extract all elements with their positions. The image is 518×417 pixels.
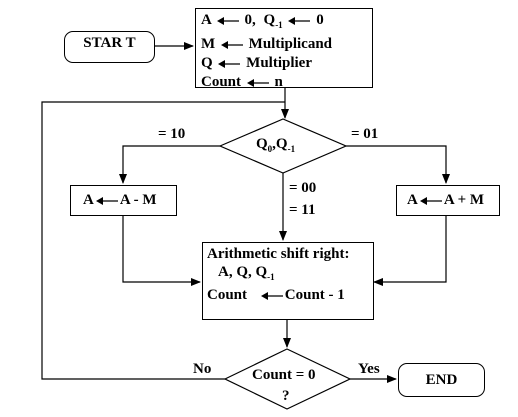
init-m-line: M Multiplicand: [201, 35, 332, 54]
branch-label-00: = 00: [289, 180, 317, 196]
outcome-no-label: No: [193, 361, 212, 377]
end-terminal: END: [398, 363, 485, 397]
left-arrow-icon: [260, 291, 283, 300]
start-terminal: STAR T: [64, 31, 155, 63]
init-count-value: n: [274, 74, 283, 90]
shift-box: Arithmetic shift right: A, Q, Q-1 Count …: [202, 242, 374, 320]
decision-diamond: [218, 118, 348, 174]
init-q1-value: 0: [316, 12, 324, 28]
shift-count-line: Count Count - 1: [207, 287, 345, 303]
left-arrow-icon: [419, 196, 442, 205]
decision-label: Q0,Q-1: [256, 136, 296, 154]
init-m-register: M: [201, 36, 216, 52]
init-q-value: Multiplier: [246, 55, 312, 71]
arrow-decision-to-subtract: [119, 145, 220, 184]
init-q-register: Q: [201, 55, 213, 71]
arrow-add-to-shift: [373, 216, 447, 286]
start-label: STAR T: [83, 35, 136, 51]
outcome-yes-label: Yes: [358, 361, 380, 377]
left-arrow-icon: [246, 78, 269, 87]
left-arrow-icon: [288, 16, 311, 25]
left-arrow-icon: [220, 40, 243, 49]
end-label: END: [425, 372, 458, 388]
check-condition: Count = 0: [252, 367, 316, 383]
check-question-mark: ?: [282, 388, 290, 404]
left-arrow-icon: [218, 59, 241, 68]
arrow-subtract-to-shift: [122, 216, 201, 286]
shift-registers: A, Q, Q-1: [218, 264, 275, 282]
branch-label-10: = 10: [158, 126, 186, 142]
initialization-box: A 0, Q-1 0 M Multiplicand Q Multiplier C…: [195, 8, 373, 90]
left-arrow-icon: [95, 196, 118, 205]
init-count-line: Count n: [201, 73, 332, 92]
arrow-decision-to-add: [346, 145, 450, 184]
init-q-line: Q Multiplier: [201, 54, 332, 73]
init-a-register: A: [201, 12, 212, 28]
init-m-value: Multiplicand: [248, 36, 333, 52]
left-arrow-icon: [216, 16, 239, 25]
count-check-diamond: [223, 348, 352, 410]
branch-label-11: = 11: [289, 202, 316, 218]
shift-title: Arithmetic shift right:: [207, 246, 350, 262]
init-a-line: A 0, Q-1 0: [201, 11, 332, 35]
init-a-value: 0,: [244, 12, 256, 28]
loop-back-line: [41, 101, 285, 380]
init-count-register: Count: [201, 74, 242, 90]
branch-label-01: = 01: [351, 126, 379, 142]
init-q1-register: Q-1: [263, 12, 283, 30]
